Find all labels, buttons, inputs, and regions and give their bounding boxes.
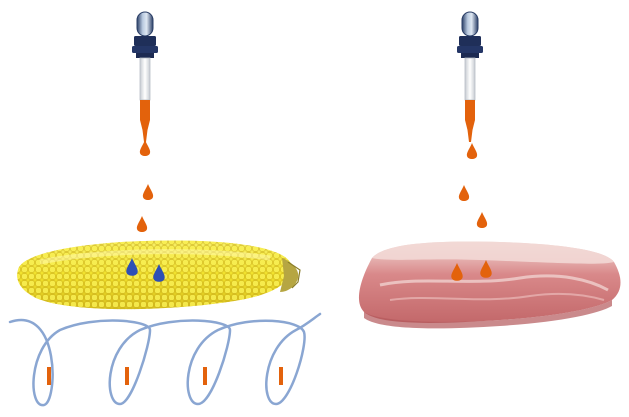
right-dropper-icon — [457, 12, 483, 142]
falling-drop — [137, 216, 147, 232]
meat-steak — [359, 242, 621, 329]
coil-marker — [279, 367, 283, 385]
left-falling-drops — [137, 140, 153, 232]
helical-coil — [10, 314, 320, 405]
right-falling-drops — [459, 143, 487, 228]
coil-marker — [203, 367, 207, 385]
coil-marker — [125, 367, 129, 385]
falling-drop — [140, 140, 150, 156]
left-dropper-icon — [132, 12, 158, 142]
falling-drop — [143, 184, 153, 200]
falling-drop — [467, 143, 477, 159]
coil-markers — [47, 367, 283, 385]
falling-drop — [477, 212, 487, 228]
coil-marker — [47, 367, 51, 385]
falling-drop — [459, 185, 469, 201]
